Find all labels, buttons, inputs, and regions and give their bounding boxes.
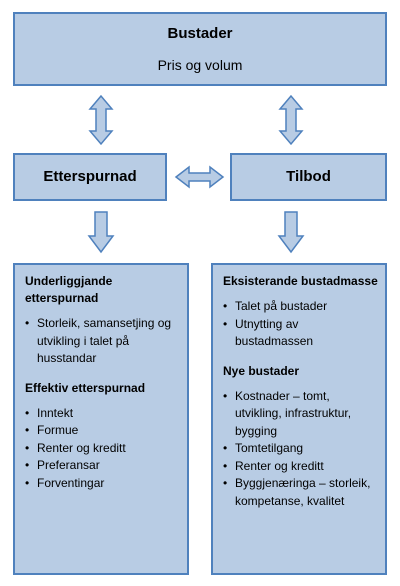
list-item: Preferansar bbox=[25, 457, 181, 475]
double-arrow-demand-icon bbox=[88, 94, 114, 146]
effective-demand-heading: Effektiv etterspurnad bbox=[25, 380, 146, 395]
supply-box: Tilbod bbox=[230, 153, 387, 201]
supply-details-panel: Eksisterande bustadmasse Talet på bustad… bbox=[211, 263, 387, 575]
housing-title: Bustader bbox=[167, 25, 233, 42]
list-item: Kostnader – tomt, utvikling, infrastrukt… bbox=[223, 388, 379, 441]
list-item: Talet på bustader bbox=[223, 298, 379, 316]
double-arrow-supply-icon bbox=[278, 94, 304, 146]
housing-subtitle: Pris og volum bbox=[157, 57, 243, 73]
list-item: Utnytting av bustadmassen bbox=[223, 316, 379, 351]
underlying-demand-list: Storleik, samansetjing og utvikling i ta… bbox=[25, 315, 181, 368]
list-item: Forventingar bbox=[25, 475, 181, 493]
list-item: Tomtetilgang bbox=[223, 440, 379, 458]
list-item: Inntekt bbox=[25, 405, 181, 423]
underlying-demand-heading: Underliggjande etterspurnad bbox=[25, 274, 113, 305]
new-housing-heading: Nye bustader bbox=[223, 363, 300, 378]
new-housing-list: Kostnader – tomt, utvikling, infrastrukt… bbox=[223, 388, 379, 511]
double-arrow-horizontal-icon bbox=[174, 165, 225, 189]
demand-label: Etterspurnad bbox=[43, 168, 137, 185]
down-arrow-supply-icon bbox=[277, 211, 305, 254]
demand-details-panel: Underliggjande etterspurnad Storleik, sa… bbox=[13, 263, 189, 575]
list-item: Byggjenæringa – storleik, kompetanse, kv… bbox=[223, 475, 379, 510]
demand-box: Etterspurnad bbox=[13, 153, 167, 201]
housing-box: Bustader Pris og volum bbox=[13, 12, 387, 86]
down-arrow-demand-icon bbox=[87, 211, 115, 254]
supply-label: Tilbod bbox=[286, 168, 331, 185]
list-item: Formue bbox=[25, 422, 181, 440]
list-item: Renter og kreditt bbox=[223, 458, 379, 476]
existing-stock-heading: Eksisterande bustadmasse bbox=[223, 274, 378, 288]
list-item: Storleik, samansetjing og utvikling i ta… bbox=[25, 315, 181, 368]
existing-stock-list: Talet på bustader Utnytting av bustadmas… bbox=[223, 298, 379, 351]
effective-demand-list: Inntekt Formue Renter og kreditt Prefera… bbox=[25, 405, 181, 493]
list-item: Renter og kreditt bbox=[25, 440, 181, 458]
